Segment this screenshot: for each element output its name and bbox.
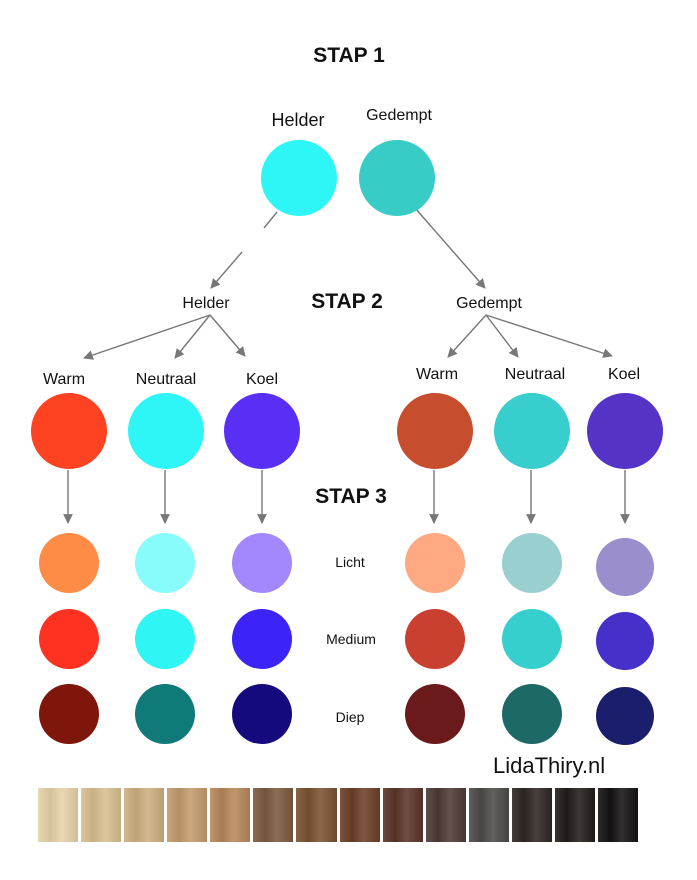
shade-gedempt-koel-licht [596,538,654,596]
shade-helder-koel-licht [232,533,292,593]
arrow-gedempt-warm [447,314,487,358]
shade-gedempt-neutraal-medium [502,609,562,669]
helder-warm-label: Warm [42,371,86,388]
shade-helder-koel-medium [232,609,292,669]
depth-label-diep: Diep [335,709,365,725]
hair-swatch [253,788,294,842]
hair-swatch [210,788,251,842]
gedempt-warm-label: Warm [415,366,459,383]
shade-helder-warm-medium [39,609,99,669]
step1-gedempt-circle [359,140,435,216]
gedempt-neutraal-circle [494,393,570,469]
hair-swatch [124,788,165,842]
step2-gedempt-label: Gedempt [456,295,522,312]
arrow-helder-neutraal [174,314,211,359]
step1-heading: STAP 1 [313,44,385,67]
hair-swatch [167,788,208,842]
shade-helder-warm-licht [39,533,99,593]
gedempt-neutraal-label: Neutraal [504,366,566,383]
brand-watermark: LidaThiry.nl [493,753,606,778]
arrow-gedempt-to-step2 [414,207,486,289]
shade-helder-neutraal-diep [135,684,195,744]
hair-swatch [81,788,122,842]
shade-gedempt-neutraal-diep [502,684,562,744]
step1-gedempt-label: Gedempt [366,107,432,124]
step2-helder-label: Helder [182,295,230,312]
shade-helder-neutraal-medium [135,609,195,669]
helder-koel-label: Koel [245,371,279,388]
shade-helder-warm-diep [39,684,99,744]
helder-warm-circle [31,393,107,469]
hair-swatch-strip [38,788,639,842]
hair-swatch [339,788,380,842]
depth-label-licht: Licht [335,554,365,570]
hair-swatch [296,788,337,842]
shade-gedempt-warm-licht [405,533,465,593]
hair-swatch [38,788,79,842]
shade-helder-koel-diep [232,684,292,744]
shade-gedempt-warm-medium [405,609,465,669]
arrow-helder-koel [209,314,246,357]
hair-swatch [598,788,639,842]
gedempt-koel-label: Koel [607,366,641,383]
hair-swatch [425,788,466,842]
helder-neutraal-label: Neutraal [135,371,197,388]
helder-neutraal-circle [128,393,204,469]
step1-helder-circle [261,140,337,216]
step2-heading: STAP 2 [311,290,383,313]
arrow-helder-to-step2-tail [210,251,243,289]
arrow-helder-to-step2 [263,211,278,229]
step3-heading: STAP 3 [315,485,387,508]
hair-swatch [554,788,596,842]
shade-gedempt-koel-diep [596,687,654,745]
depth-label-medium: Medium [326,631,376,647]
helder-koel-circle [224,393,300,469]
hair-swatch [511,788,552,842]
hair-swatch [382,788,423,842]
arrow-helder-warm [83,314,211,360]
shade-helder-neutraal-licht [135,533,195,593]
step1-helder-label: Helder [271,110,325,130]
hair-swatch [468,788,509,842]
shade-gedempt-neutraal-licht [502,533,562,593]
shade-gedempt-warm-diep [405,684,465,744]
gedempt-koel-circle [587,393,663,469]
arrow-gedempt-neutraal [485,314,519,358]
connector-arrows [63,207,630,524]
shade-gedempt-koel-medium [596,612,654,670]
arrow-gedempt-koel [485,314,613,358]
gedempt-warm-circle [397,393,473,469]
